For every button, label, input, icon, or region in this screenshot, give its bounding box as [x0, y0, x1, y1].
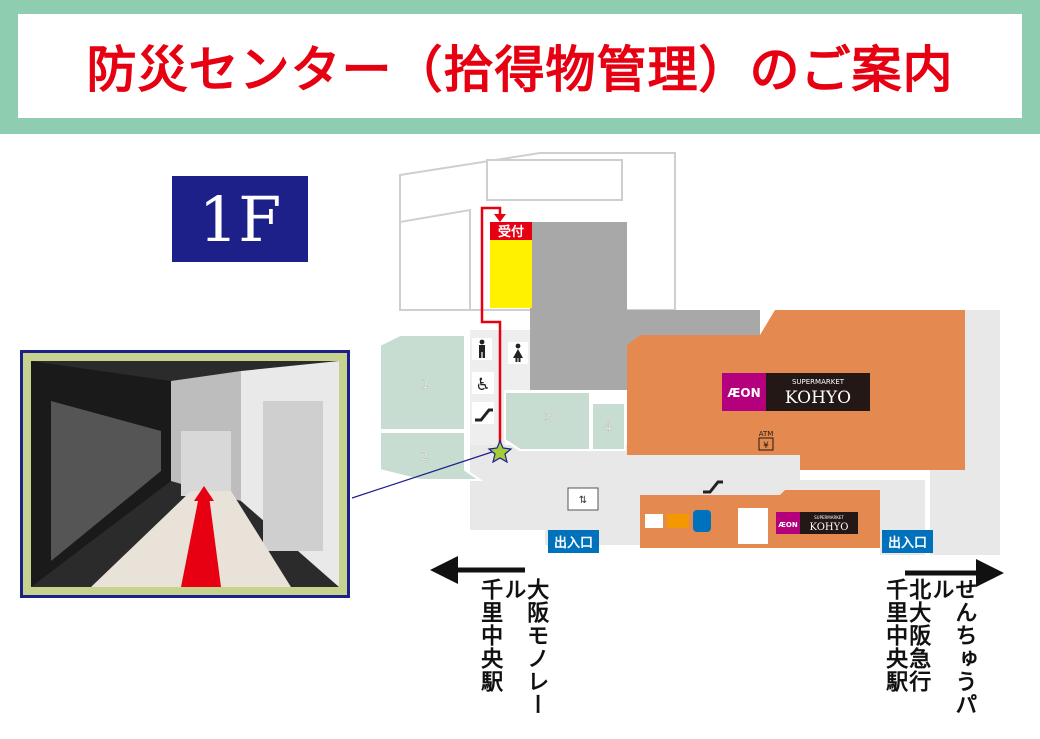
- escalator-icon: [472, 402, 494, 424]
- building-outline-edge: [399, 175, 471, 310]
- aeon-brand-small: ÆON: [778, 521, 798, 529]
- room-number-2: 2: [421, 449, 429, 463]
- header-band: 防災センター（拾得物管理）のご案内: [0, 0, 1040, 134]
- current-location-star-icon: [487, 439, 513, 464]
- shop-2: [379, 431, 484, 481]
- store-name-small: KOHYO: [810, 522, 849, 533]
- shop-1: [379, 334, 466, 431]
- aeon-brand: ÆON: [727, 386, 760, 400]
- room-number-4: 4: [604, 420, 612, 434]
- photo-scene: [31, 361, 339, 587]
- room-number-1: 1: [421, 377, 429, 391]
- photo-illustration: [31, 361, 339, 587]
- atm-icon: ATM ¥: [758, 430, 774, 451]
- shop-3: [504, 391, 591, 451]
- page-title: 防災センター（拾得物管理）のご案内: [86, 41, 954, 99]
- header-panel: 防災センター（拾得物管理）のご案内: [18, 14, 1022, 118]
- floor-badge: 1F: [172, 176, 308, 262]
- accessible-restroom-icon: ♿: [472, 372, 494, 395]
- shop-sign-white: [645, 514, 663, 528]
- supermarket-logo-small: ÆON SUPERMARKET KOHYO: [776, 512, 858, 534]
- store-name: KOHYO: [785, 388, 851, 408]
- store-subtitle-small: SUPERMARKET: [814, 515, 844, 520]
- escalator-icon-lower: [703, 480, 723, 494]
- atm-label: ATM: [759, 430, 774, 438]
- escalator-photo: [20, 350, 350, 598]
- male-restroom-icon: [472, 338, 492, 360]
- reception-label: 受付: [498, 224, 524, 240]
- disaster-center-reception: [490, 240, 532, 308]
- arrow-left-icon: [430, 556, 525, 584]
- route-arrow-icon: [494, 214, 506, 222]
- supermarket-logo: ÆON SUPERMARKET KOHYO: [722, 373, 870, 411]
- elevator-icon: [567, 487, 599, 511]
- shop-sign-orange: [667, 514, 689, 528]
- route-line: [480, 206, 502, 450]
- svg-text:⇅: ⇅: [579, 495, 587, 506]
- direction-right-text: せんちゅうパル北大阪急行千里中央駅: [882, 578, 977, 716]
- entrance-left: 出入口: [548, 530, 600, 553]
- shop-sign-blue: [693, 510, 711, 532]
- female-restroom-icon: [508, 342, 528, 364]
- reception-label-bg: [490, 222, 532, 240]
- upper-room: [486, 159, 623, 201]
- photo-connector-line: [351, 451, 493, 499]
- entrance-right: 出入口: [882, 530, 934, 553]
- svg-text:♿: ♿: [475, 375, 490, 395]
- store-subtitle: SUPERMARKET: [792, 378, 845, 386]
- arrow-right-icon: [905, 559, 1004, 587]
- shop-sign-tall: [738, 508, 768, 544]
- direction-left-text: 大阪モノレール千里中央駅: [477, 578, 549, 716]
- shop-4: [591, 402, 626, 451]
- yen-symbol: ¥: [763, 441, 769, 451]
- room-number-3: 3: [544, 410, 552, 424]
